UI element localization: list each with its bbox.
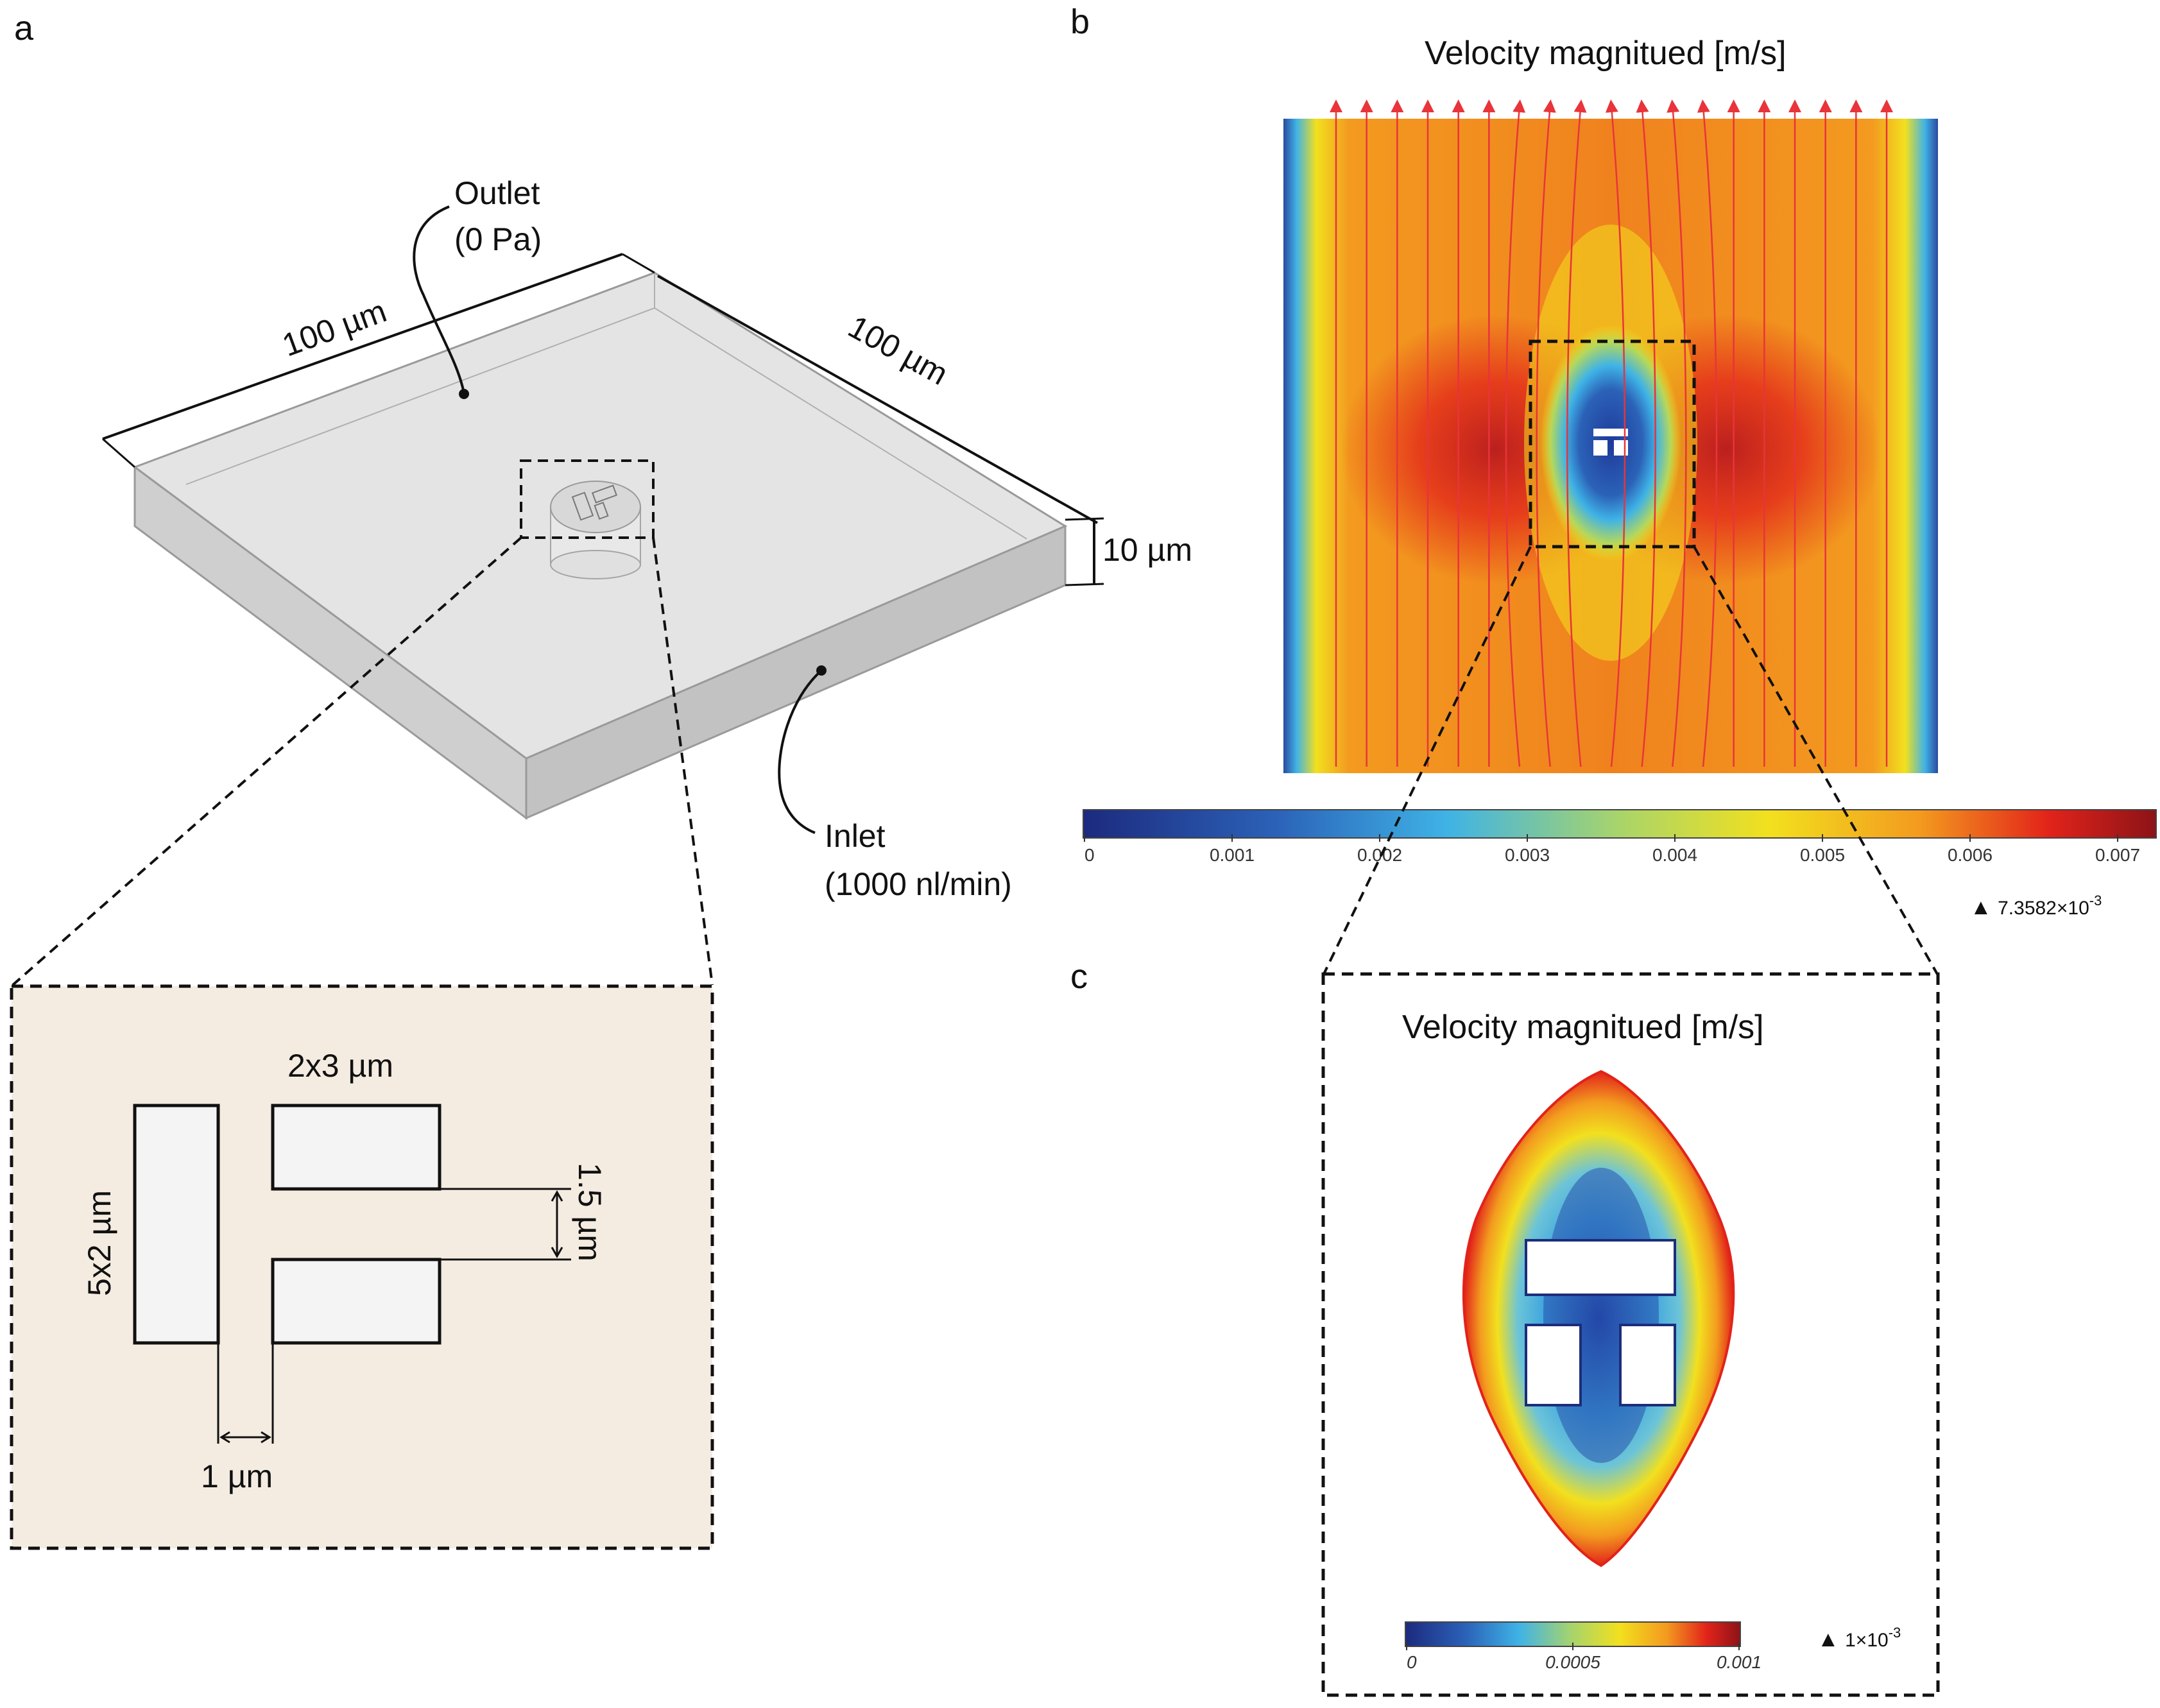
velocity-streamline <box>1667 99 1687 767</box>
depth-dimension-line <box>657 275 1098 524</box>
inset-dim-top: 2x3 µm <box>287 1048 393 1084</box>
colorbar-tick-label: 0.001 <box>1210 845 1255 865</box>
field-zoom-box <box>1529 339 1696 549</box>
colorbar-b: 0 0.001 0.002 0.003 0.004 0.005 0.006 0.007 ▲ 7… <box>1083 809 2157 919</box>
colorbar-b-gradient <box>1083 809 2157 839</box>
inlet-leader <box>778 669 823 834</box>
panel-c-title: Velocity magnitued [m/s] <box>1402 1009 1764 1046</box>
zoomed-velocity-plot <box>1462 1070 1735 1567</box>
inlet-label: Inlet <box>825 818 886 854</box>
low-velocity-center <box>1540 324 1681 561</box>
colorbar-tick-label: 0.006 <box>1948 845 1993 865</box>
colorbar-b-max: ▲ 7.3582×10-3 <box>1970 892 2102 919</box>
colorbar-tick-label: 0.003 <box>1505 845 1550 865</box>
width-dimension-line <box>102 253 623 440</box>
velocity-streamline <box>1566 99 1587 767</box>
cylinder-zoom-box <box>520 459 655 539</box>
outlet-leader <box>413 205 465 394</box>
width-dimension-label: 100 µm <box>278 293 391 363</box>
inset-dim-right: 1.5 µm <box>572 1163 608 1261</box>
cylinder-structure <box>550 481 641 579</box>
colorbar-c-max: ▲ 1×10-3 <box>1817 1625 1901 1652</box>
colorbar-tick-label: 0.0005 <box>1545 1652 1600 1672</box>
velocity-streamline <box>1697 99 1718 767</box>
colorbar-tick-label: 0.002 <box>1357 845 1402 865</box>
panel-label-c: c <box>1070 957 1088 996</box>
velocity-streamline <box>1636 99 1656 767</box>
zoom-obstacle-right <box>1619 1324 1676 1406</box>
velocity-streamline <box>1536 99 1556 767</box>
colorbar-c: 0 0.0005 0.001 ▲ 1×10-3 <box>1405 1621 1901 1672</box>
depth-dimension-label: 100 µm <box>843 309 954 392</box>
zoom-obstacle-top <box>1525 1239 1676 1296</box>
channel-3d-view: 100 µm 100 µm 10 µm Outlet (0 Pa) Inlet … <box>12 175 1192 986</box>
height-dimension-label: 10 µm <box>1102 532 1192 568</box>
inlet-value: (1000 nl/min) <box>825 866 1012 902</box>
velocity-streamline <box>1605 99 1626 767</box>
colorbar-tick-label: 0 <box>1407 1652 1417 1672</box>
colorbar-tick-label: 0.001 <box>1717 1652 1761 1672</box>
inset-dim-bottom: 1 µm <box>201 1458 273 1494</box>
panel-b-title: Velocity magnitued [m/s] <box>1425 35 1787 72</box>
colorbar-tick-label: 0.005 <box>1800 845 1845 865</box>
velocity-streamline <box>1505 99 1526 767</box>
colorbar-tick-label: 0.004 <box>1652 845 1697 865</box>
velocity-arrows <box>1330 99 1893 767</box>
colorbar-tick-label: 0.007 <box>2095 845 2140 865</box>
inset-vertical-bar <box>133 1104 220 1345</box>
panel-label-b: b <box>1070 3 1090 41</box>
structure-inset: 2x3 µm 5x2 µm 1.5 µm 1 µm <box>10 984 714 1550</box>
colorbar-tick-label: 0 <box>1084 845 1095 865</box>
outlet-label: Outlet <box>454 175 540 211</box>
inset-top-bar <box>271 1104 441 1191</box>
panel-label-a: a <box>14 9 34 47</box>
zoom-obstacle-left <box>1525 1324 1582 1406</box>
inset-dim-left: 5x2 µm <box>81 1190 117 1296</box>
panel-c-frame <box>1321 972 1940 1697</box>
velocity-field-plot <box>1283 99 1938 773</box>
inset-bottom-bar <box>271 1258 441 1345</box>
outlet-value: (0 Pa) <box>454 221 542 257</box>
